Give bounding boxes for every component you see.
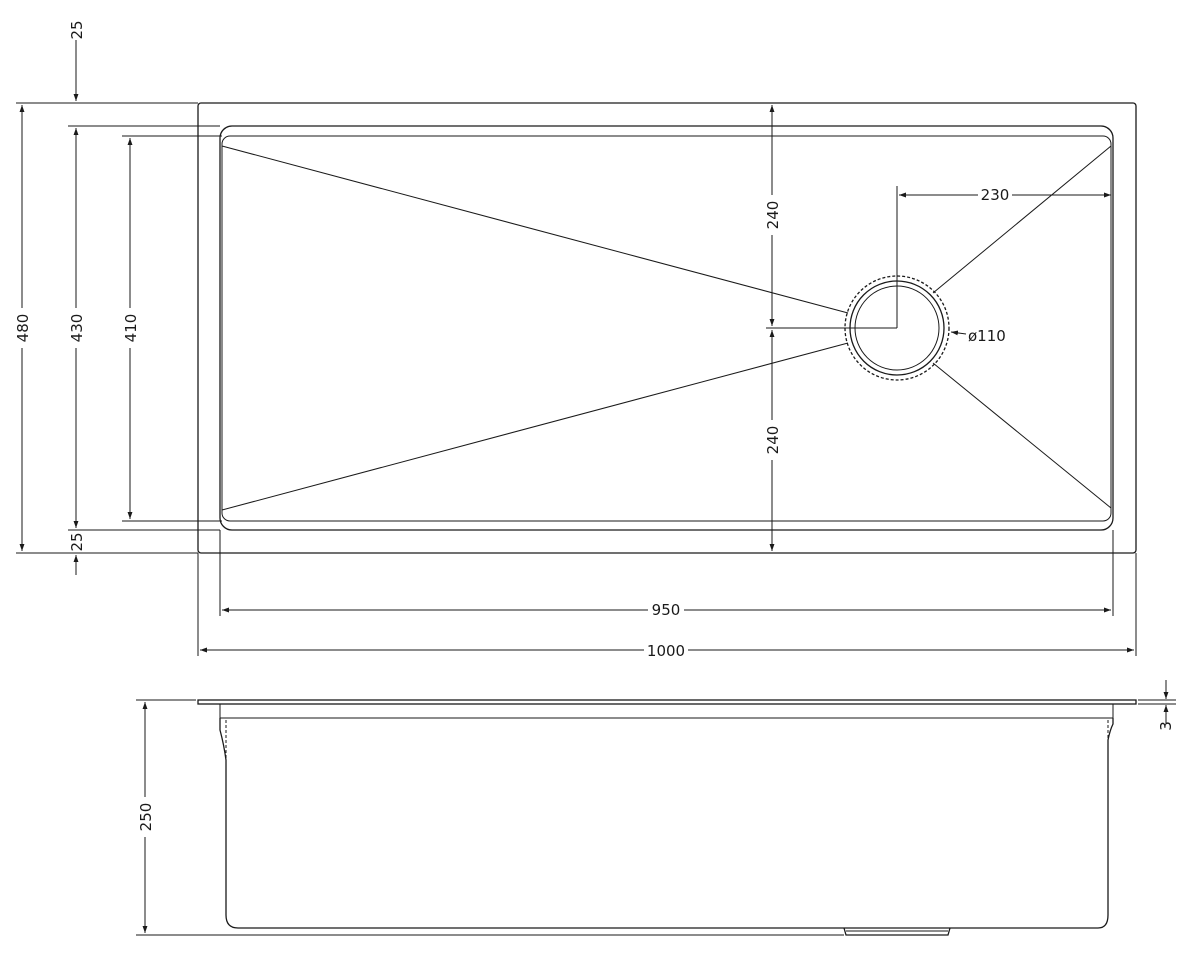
section-flange (197, 699, 1137, 705)
dim-flange-thickness-label: 3 (1157, 721, 1175, 731)
dim-drain-offset-label: 230 (981, 186, 1010, 204)
dim-overall-depth-label: 480 (14, 314, 32, 343)
plan-view: 25 480 430 410 25 240 (14, 20, 1137, 660)
fall-line-top-right (932, 145, 1112, 294)
dim-bottom-rim-label: 25 (68, 532, 86, 551)
dim-to-drain-lower: 240 (764, 330, 782, 551)
fall-line-top-left (221, 145, 849, 314)
dim-to-drain-lower-label: 240 (764, 426, 782, 455)
dim-flange-thickness: 3 (1138, 680, 1176, 731)
bowl-rim-outline (219, 125, 1114, 531)
dim-bowl-depth-label: 430 (68, 314, 86, 343)
dim-bowl-width-label: 950 (652, 601, 681, 619)
dim-overall-width: 1000 (200, 640, 1134, 660)
dim-overall-depth: 480 (14, 105, 32, 551)
dim-to-drain-upper-label: 240 (764, 201, 782, 230)
dim-top-rim: 25 (68, 20, 86, 101)
bowl-inner-outline (221, 135, 1112, 522)
dim-top-rim-label: 25 (68, 20, 86, 39)
dim-inner-depth: 410 (122, 138, 140, 519)
dim-overall-width-label: 1000 (647, 642, 685, 660)
section-drain-icon (843, 927, 951, 936)
dim-bowl-width: 950 (222, 600, 1111, 619)
dim-bowl-height-label: 250 (137, 803, 155, 832)
dim-bowl-height: 250 (137, 702, 155, 933)
sink-flange-outline (197, 102, 1137, 554)
dim-drain-offset: 230 (899, 185, 1111, 204)
fall-line-bottom-right (932, 362, 1112, 509)
dim-bowl-depth: 430 (68, 128, 86, 528)
dim-drain-diameter: ø110 (950, 327, 1006, 345)
section-view: 250 3 (136, 680, 1176, 936)
dim-to-drain-upper: 240 (764, 105, 782, 326)
dim-bottom-rim: 25 (68, 532, 86, 575)
section-bowl-outline (219, 718, 1114, 929)
fall-line-bottom-left (221, 342, 849, 511)
dim-inner-depth-label: 410 (122, 314, 140, 343)
dim-drain-diameter-label: ø110 (968, 327, 1006, 345)
